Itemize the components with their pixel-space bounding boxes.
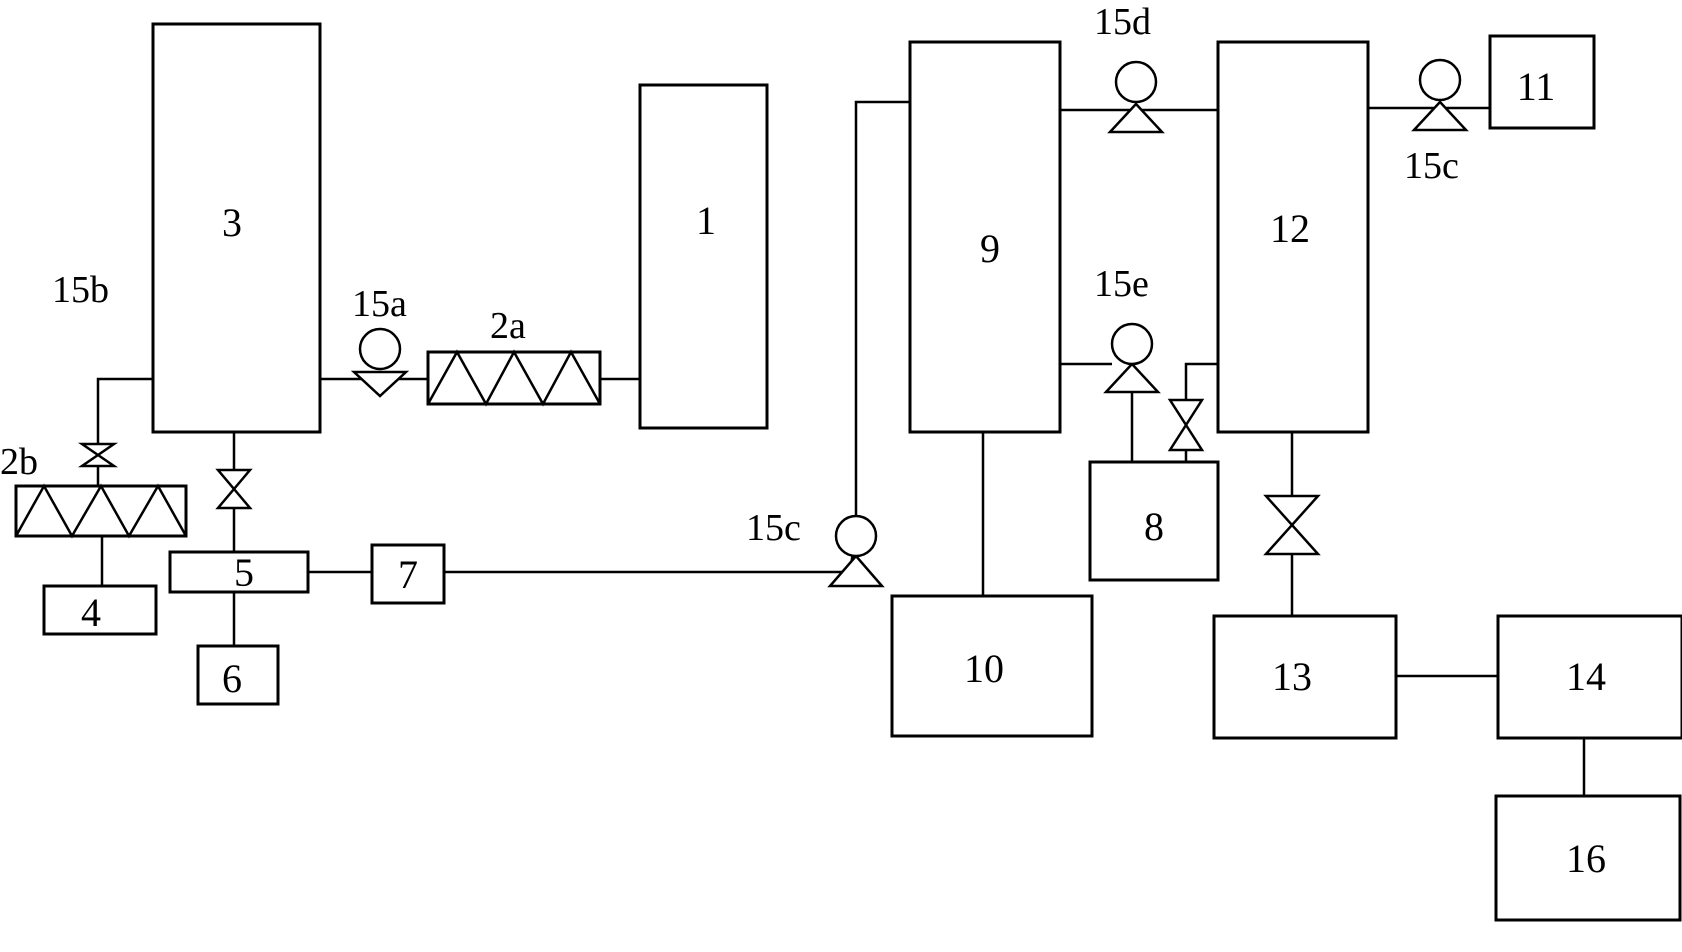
unit-13: 13 — [1212, 614, 1398, 740]
pump-icon-15d — [1107, 60, 1165, 134]
unit-5: 5 — [168, 550, 310, 595]
unit-7: 7 — [370, 543, 446, 605]
label-2a: 2a — [490, 305, 526, 347]
label-15c-left: 15c — [746, 507, 801, 549]
unit-8-label: 8 — [1144, 504, 1164, 549]
unit-12-label: 12 — [1270, 206, 1310, 251]
valve-icon-3-to-5 — [215, 468, 253, 510]
unit-8: 8 — [1088, 460, 1220, 582]
heat-exchanger-2a — [426, 349, 602, 407]
heat-exchangers — [14, 349, 602, 539]
unit-4: 4 — [42, 584, 158, 636]
unit-5-label: 5 — [234, 550, 254, 595]
valve-icon-12-to-13 — [1263, 494, 1321, 556]
unit-16-label: 16 — [1566, 836, 1606, 881]
heat-exchanger-2b — [14, 483, 188, 539]
pump-icon-15c-right — [1411, 58, 1469, 132]
line-3-to-2b — [96, 377, 153, 490]
unit-11-label: 11 — [1517, 64, 1556, 109]
unit-1-label: 1 — [696, 198, 716, 243]
unit-3-label: 3 — [222, 200, 242, 245]
unit-6: 6 — [196, 644, 280, 706]
label-2b: 2b — [0, 441, 38, 483]
unit-10: 10 — [890, 594, 1094, 738]
unit-12: 12 — [1216, 40, 1370, 434]
pumps — [350, 58, 1469, 588]
label-15d: 15d — [1094, 1, 1151, 43]
unit-7-label: 7 — [398, 552, 418, 597]
valve-icon-3-to-2b — [77, 442, 119, 468]
equipment: 3 1 4 5 6 7 9 10 — [42, 22, 1682, 922]
label-15c-right: 15c — [1404, 145, 1459, 187]
pump-icon-15c-left — [827, 514, 885, 588]
label-15a: 15a — [352, 283, 407, 325]
unit-11: 11 — [1488, 34, 1596, 130]
valve-icon-12-to-8 — [1167, 398, 1205, 452]
unit-4-label: 4 — [81, 590, 101, 635]
unit-9: 9 — [908, 40, 1062, 434]
unit-6-label: 6 — [222, 656, 242, 701]
unit-14-label: 14 — [1566, 654, 1606, 699]
pump-icon-15a — [350, 327, 410, 398]
unit-1: 1 — [638, 83, 769, 430]
unit-13-label: 13 — [1272, 654, 1312, 699]
unit-10-label: 10 — [964, 646, 1004, 691]
pump-icon-15e — [1103, 322, 1161, 394]
unit-9-label: 9 — [980, 226, 1000, 271]
unit-16: 16 — [1494, 794, 1682, 922]
label-15b: 15b — [52, 269, 109, 311]
valves — [77, 398, 1321, 556]
unit-3: 3 — [151, 22, 322, 434]
component-labels: 15b 15a 2a 2b 15c 15d 15c 15e — [0, 1, 1459, 549]
label-15e: 15e — [1094, 263, 1149, 305]
unit-14: 14 — [1496, 614, 1682, 740]
